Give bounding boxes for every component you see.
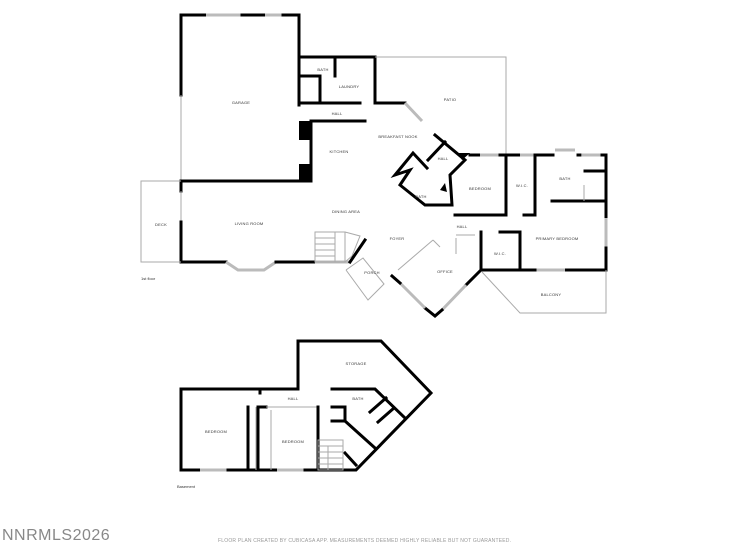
watermark: NNRMLS2026 [2, 527, 111, 544]
room-label-basement-hall: HALL [288, 396, 299, 401]
room-label-hall-3: HALL [457, 224, 468, 229]
room-label-primary-bedroom: PRIMARY BEDROOM [536, 236, 579, 241]
room-label-porch: PORCH [364, 270, 379, 275]
room-label-patio: PATIO [444, 97, 456, 102]
room-label-deck: DECK [155, 222, 167, 227]
room-label-basement-bedroom-2: BEDROOM [282, 439, 304, 444]
first-floor-labels: GARAGE BATH LAUNDRY HALL PATIO BREAKFAST… [141, 67, 578, 297]
floor-label-1st: 1st floor [141, 276, 156, 281]
first-floor-walls [140, 13, 608, 318]
room-label-laundry: LAUNDRY [339, 84, 360, 89]
room-label-wic-2: W.I.C. [494, 251, 506, 256]
room-label-dining-area: DINING AREA [332, 209, 360, 214]
room-label-hall-2: HALL [438, 156, 449, 161]
room-label-bath-3: BATH [559, 176, 570, 181]
room-label-basement-bedroom-1: BEDROOM [205, 429, 227, 434]
room-label-office: OFFICE [437, 269, 453, 274]
room-label-bath: BATH [317, 67, 328, 72]
room-label-basement-bath: BATH [352, 396, 363, 401]
room-label-garage: GARAGE [232, 100, 250, 105]
room-label-balcony: BALCONY [541, 292, 562, 297]
basement-walls [179, 339, 434, 472]
room-label-wic: W.I.C. [516, 183, 528, 188]
basement-stairs [317, 439, 344, 471]
floor-label-basement: Basement [177, 484, 196, 489]
room-label-breakfast-nook: BREAKFAST NOOK [378, 134, 417, 139]
room-label-foyer: FOYER [390, 236, 405, 241]
room-label-hall: HALL [332, 111, 343, 116]
room-label-storage: STORAGE [346, 361, 367, 366]
room-label-kitchen: KITCHEN [330, 149, 349, 154]
stairs [314, 231, 368, 265]
room-label-bath-2: BATH [415, 194, 426, 199]
basement-labels: STORAGE HALL BATH BEDROOM BEDROOM Baseme… [177, 361, 367, 489]
room-label-bedroom: BEDROOM [469, 186, 491, 191]
room-label-living-room: LIVING ROOM [235, 221, 264, 226]
disclaimer: FLOOR PLAN CREATED BY CUBICASA APP. MEAS… [218, 538, 512, 544]
